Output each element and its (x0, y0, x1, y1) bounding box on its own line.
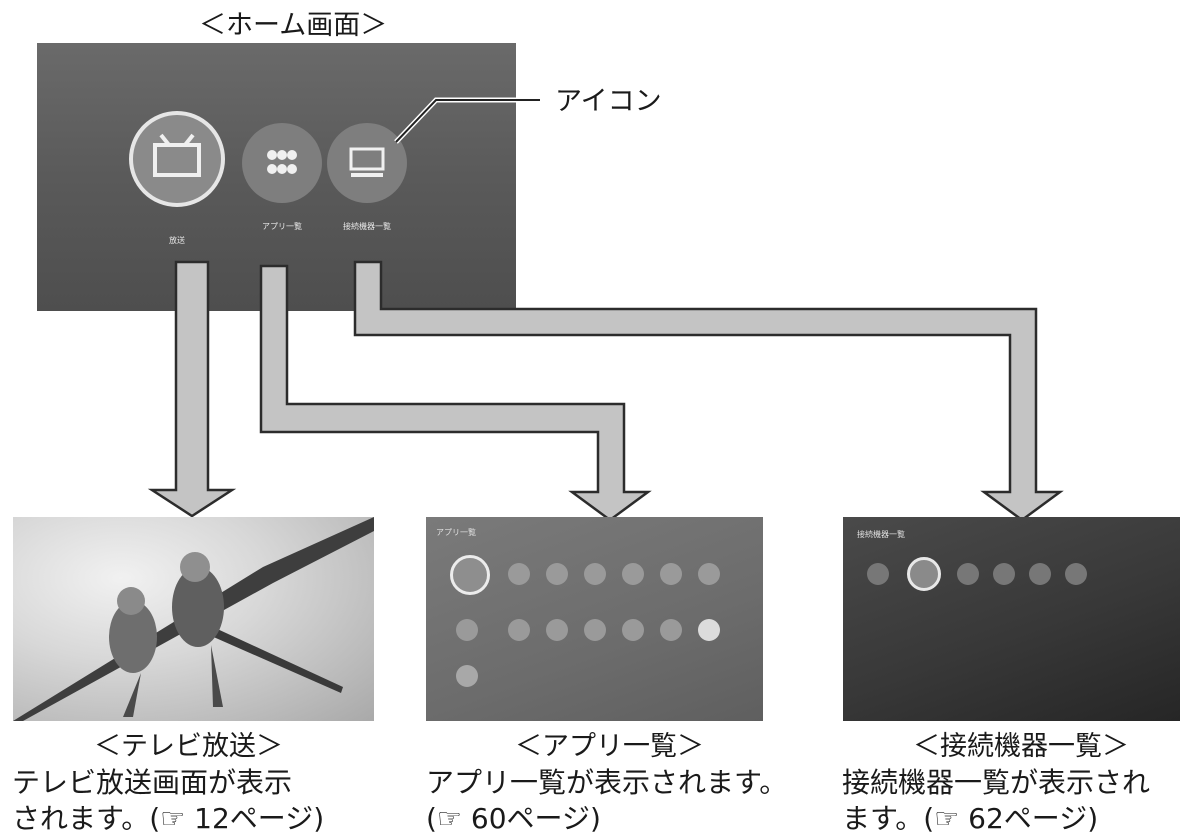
device-item[interactable] (957, 563, 979, 585)
broadcast-tile[interactable] (129, 111, 225, 207)
callout-line (394, 97, 540, 144)
app-item[interactable] (698, 563, 720, 585)
tv-broadcast-screen (13, 517, 374, 721)
parakeets-image (13, 517, 374, 721)
callout-label: アイコン (555, 86, 662, 117)
tv-broadcast-desc-1: テレビ放送画面が表示 (12, 766, 293, 799)
app-list-tile[interactable] (242, 123, 322, 203)
grid-icon (267, 150, 297, 174)
device-list-header: 接続機器一覧 (857, 530, 905, 539)
tv-broadcast-desc-2: されます。(☞ 12ページ) (12, 802, 325, 835)
app-item[interactable] (508, 619, 530, 641)
device-list-desc-2: ます。(☞ 62ページ) (842, 802, 1099, 835)
app-item[interactable] (456, 665, 478, 687)
app-item[interactable] (546, 619, 568, 641)
home-screen: 放送 アプリ一覧 接続機器一覧 (37, 43, 516, 311)
app-list-screen: アプリ一覧 (426, 517, 763, 721)
arrow-app-list (259, 264, 652, 522)
arrow-devices (353, 260, 1064, 522)
device-list-desc-1: 接続機器一覧が表示され (842, 766, 1151, 799)
devices-icon (349, 147, 385, 177)
app-item[interactable] (584, 619, 606, 641)
app-item[interactable] (660, 563, 682, 585)
app-list-title: ＜アプリ一覧＞ (515, 731, 704, 762)
tv-broadcast-title: ＜テレビ放送＞ (94, 731, 283, 762)
device-item[interactable] (1065, 563, 1087, 585)
app-item[interactable] (622, 563, 644, 585)
device-item[interactable] (1029, 563, 1051, 585)
app-list-header: アプリ一覧 (436, 528, 476, 537)
device-item-focused[interactable] (907, 557, 941, 591)
tv-icon (153, 133, 201, 177)
app-item[interactable] (508, 563, 530, 585)
app-list-desc-2: (☞ 60ページ) (426, 802, 601, 835)
app-item-focused[interactable] (450, 555, 490, 595)
app-item[interactable] (456, 619, 478, 641)
device-list-title: ＜接続機器一覧＞ (913, 731, 1129, 762)
broadcast-label: 放送 (169, 236, 185, 245)
device-item[interactable] (993, 563, 1015, 585)
device-item[interactable] (867, 563, 889, 585)
app-item[interactable] (546, 563, 568, 585)
app-list-desc-1: アプリ一覧が表示されます。 (426, 766, 788, 799)
device-list-screen: 接続機器一覧 (843, 517, 1180, 721)
app-item[interactable] (698, 619, 720, 641)
home-title: ＜ホーム画面＞ (199, 10, 388, 41)
devices-label: 接続機器一覧 (343, 222, 391, 231)
arrow-broadcast (147, 260, 237, 518)
app-item[interactable] (622, 619, 644, 641)
app-list-label: アプリ一覧 (262, 222, 302, 231)
devices-tile[interactable] (327, 123, 407, 203)
app-item[interactable] (584, 563, 606, 585)
app-item[interactable] (660, 619, 682, 641)
